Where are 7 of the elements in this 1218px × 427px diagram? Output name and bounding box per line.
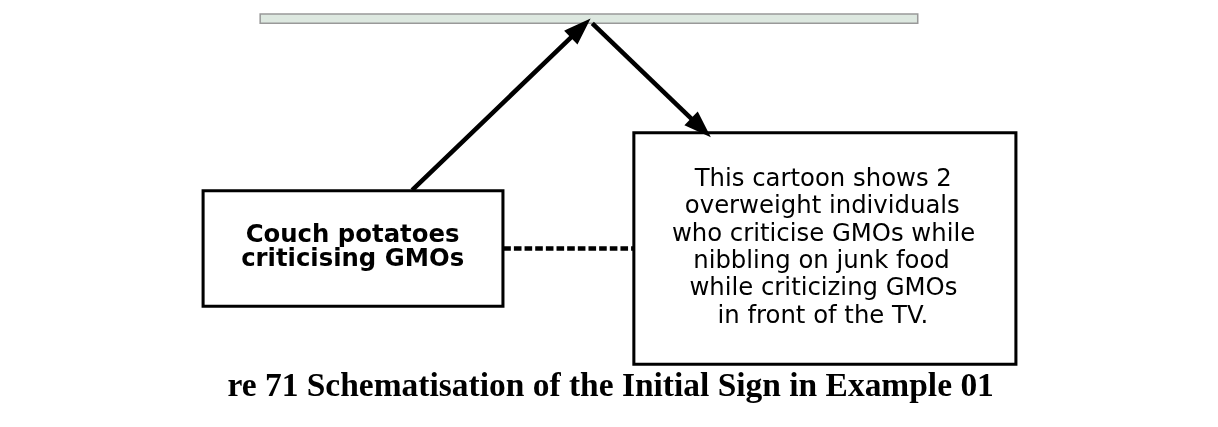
node-bar [258,13,918,24]
arrow [410,18,591,192]
node-box: Couch potatoes criticising GMOs [201,189,504,308]
node-box: This cartoon shows 2 overweight individuals who criticise GMOs while nibbling on junk food while criticizing GMOs in front of the TV. [631,131,1017,366]
connector [502,246,633,251]
arrow [590,21,711,138]
caption: re 71 Schematisation of the Initial Sign in Example 01 [226,365,994,403]
